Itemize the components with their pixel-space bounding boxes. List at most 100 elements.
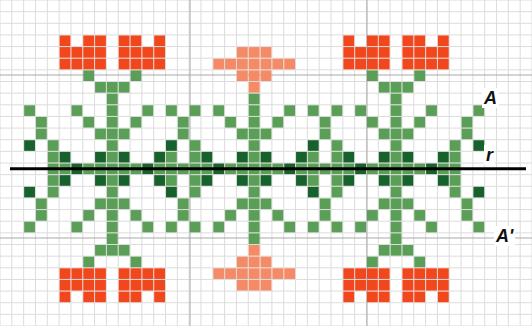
- stitch: [249, 70, 260, 81]
- stitch: [154, 280, 165, 291]
- stitch: [95, 59, 106, 70]
- stitch: [391, 222, 402, 233]
- stitch: [119, 35, 130, 46]
- stitch: [308, 140, 319, 151]
- stitch: [131, 292, 142, 303]
- stitch: [225, 268, 236, 279]
- stitch: [237, 175, 248, 186]
- stitch: [131, 210, 142, 221]
- stitch: [60, 268, 71, 279]
- grid-line: [0, 163, 532, 164]
- stitch: [60, 175, 71, 186]
- grid-line: [0, 279, 532, 280]
- grid-line: [0, 314, 532, 315]
- stitch: [414, 210, 425, 221]
- stitch: [237, 198, 248, 209]
- stitch: [367, 210, 378, 221]
- stitch: [107, 187, 118, 198]
- stitch: [83, 47, 94, 58]
- stitch: [308, 187, 319, 198]
- stitch: [391, 233, 402, 244]
- stitch: [379, 245, 390, 256]
- stitch: [332, 187, 343, 198]
- stitch: [332, 175, 343, 186]
- stitch: [95, 268, 106, 279]
- axis-label: A': [494, 226, 515, 246]
- stitch: [119, 59, 130, 70]
- stitch: [379, 82, 390, 93]
- stitch: [190, 175, 201, 186]
- stitch: [201, 175, 212, 186]
- stitch: [60, 152, 71, 163]
- stitch: [261, 280, 272, 291]
- stitch: [379, 129, 390, 140]
- stitch: [450, 187, 461, 198]
- grid-line: [0, 116, 532, 117]
- stitch: [142, 280, 153, 291]
- stitch: [261, 59, 272, 70]
- stitch: [225, 117, 236, 128]
- stitch: [402, 82, 413, 93]
- stitch: [107, 117, 118, 128]
- stitch: [438, 175, 449, 186]
- stitch: [131, 35, 142, 46]
- stitch: [438, 280, 449, 291]
- stitch: [237, 152, 248, 163]
- stitch: [284, 222, 295, 233]
- grid-line: [0, 139, 532, 140]
- stitch: [379, 59, 390, 70]
- stitch: [450, 140, 461, 151]
- stitch: [355, 280, 366, 291]
- stitch: [95, 47, 106, 58]
- grid-line: [0, 104, 532, 105]
- stitch: [95, 245, 106, 256]
- stitch: [24, 105, 35, 116]
- stitch: [332, 222, 343, 233]
- stitch: [213, 59, 224, 70]
- stitch: [367, 268, 378, 279]
- stitch: [249, 198, 260, 209]
- stitch: [83, 59, 94, 70]
- stitch: [71, 268, 82, 279]
- stitch: [355, 222, 366, 233]
- stitch: [426, 105, 437, 116]
- stitch: [261, 70, 272, 81]
- stitch: [462, 210, 473, 221]
- stitch: [201, 152, 212, 163]
- stitch: [426, 268, 437, 279]
- grid-line: [0, 58, 532, 59]
- stitch: [107, 175, 118, 186]
- stitch: [249, 94, 260, 105]
- stitch: [284, 59, 295, 70]
- stitch: [48, 140, 59, 151]
- stitch: [402, 47, 413, 58]
- stitch: [308, 152, 319, 163]
- stitch: [272, 210, 283, 221]
- stitch: [83, 117, 94, 128]
- stitch: [154, 268, 165, 279]
- stitch: [379, 152, 390, 163]
- stitch: [95, 129, 106, 140]
- stitch: [142, 47, 153, 58]
- stitch: [249, 257, 260, 268]
- stitch: [414, 35, 425, 46]
- stitch: [261, 47, 272, 58]
- stitch: [119, 280, 130, 291]
- stitch: [95, 198, 106, 209]
- grid-line: [0, 302, 532, 303]
- stitch: [107, 129, 118, 140]
- stitch: [343, 292, 354, 303]
- stitch: [166, 175, 177, 186]
- stitch: [107, 210, 118, 221]
- stitch: [190, 152, 201, 163]
- stitch: [320, 198, 331, 209]
- stitch: [249, 233, 260, 244]
- stitch: [462, 129, 473, 140]
- stitch: [367, 280, 378, 291]
- stitch: [343, 47, 354, 58]
- stitch: [60, 59, 71, 70]
- grid-line: [0, 93, 532, 94]
- stitch: [296, 175, 307, 186]
- stitch: [237, 47, 248, 58]
- stitch: [237, 70, 248, 81]
